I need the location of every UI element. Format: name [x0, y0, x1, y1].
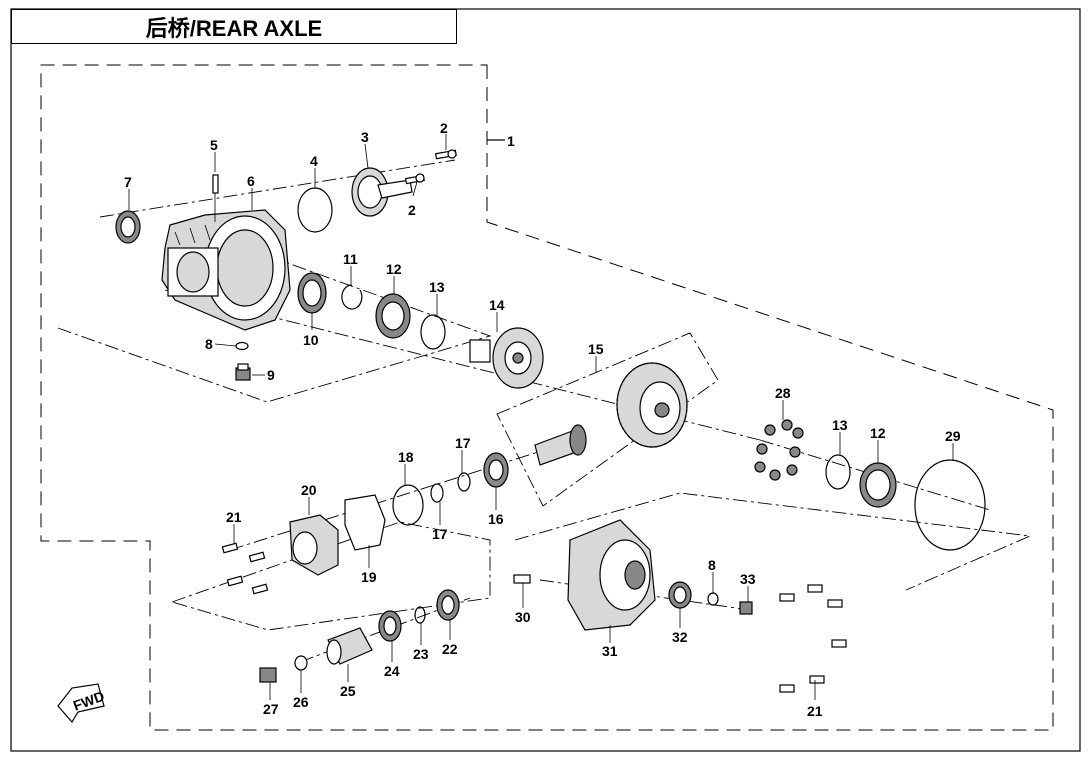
callout-33: 33 — [740, 571, 756, 587]
bearing-part-22 — [436, 589, 460, 621]
seal-part-12b — [859, 462, 897, 508]
callout-24: 24 — [384, 663, 400, 679]
seal-part-24 — [378, 610, 402, 642]
callout-6: 6 — [247, 173, 255, 189]
washer-part-26 — [294, 655, 308, 671]
bolts-part-21-left — [221, 542, 269, 595]
callout-30: 30 — [515, 609, 531, 625]
callout-29: 29 — [945, 428, 961, 444]
callout-2b: 2 — [408, 202, 416, 218]
ring-gear-part-15 — [616, 362, 688, 448]
callout-12b: 12 — [870, 425, 886, 441]
shim-part-17b — [430, 483, 444, 503]
callout-17b: 17 — [432, 526, 448, 542]
callout-5: 5 — [210, 137, 218, 153]
oring-part-13b — [825, 454, 851, 490]
callout-21b: 21 — [807, 703, 823, 719]
seal-part-7 — [115, 210, 141, 244]
bolt-part-30 — [513, 574, 531, 584]
bearing-part-10 — [297, 272, 327, 314]
callout-31: 31 — [602, 643, 618, 659]
callout-26: 26 — [293, 694, 309, 710]
callout-13a: 13 — [429, 279, 445, 295]
bolts-part-28 — [754, 419, 804, 481]
housing-part-6 — [161, 209, 291, 331]
callout-32: 32 — [672, 629, 688, 645]
callout-8a: 8 — [205, 336, 213, 352]
axis-upper — [99, 159, 456, 218]
callout-28: 28 — [775, 385, 791, 401]
callout-2a: 2 — [440, 120, 448, 136]
diff-case-part-14 — [469, 327, 544, 389]
assembly-boundary — [40, 64, 1054, 731]
plug-part-9 — [235, 363, 251, 381]
fwd-arrow-icon: FWD — [57, 683, 106, 724]
leader-lines — [128, 134, 954, 700]
callout-17a: 17 — [455, 435, 471, 451]
oring-part-29 — [914, 459, 986, 551]
washer-part-8 — [235, 341, 249, 351]
callout-15: 15 — [588, 341, 604, 357]
pinion-gear — [534, 424, 587, 466]
callout-21a: 21 — [226, 509, 242, 525]
callout-18: 18 — [398, 449, 414, 465]
plane-ring-gear — [496, 332, 719, 507]
cover-part-31 — [567, 519, 656, 631]
seal-part-32 — [668, 581, 692, 609]
callout-27: 27 — [263, 701, 279, 717]
callout-10: 10 — [303, 332, 319, 348]
callout-22: 22 — [442, 641, 458, 657]
bolts-part-21-right — [779, 584, 847, 693]
gasket-part-19 — [344, 494, 386, 551]
oring-part-4 — [297, 187, 333, 233]
bearing-part-16 — [483, 452, 509, 488]
plane-cover — [514, 492, 1032, 591]
callout-7: 7 — [124, 174, 132, 190]
callout-3: 3 — [361, 129, 369, 145]
oring-part-18 — [392, 484, 424, 526]
seal-part-12a — [375, 293, 411, 339]
axis-pinion — [229, 444, 561, 551]
cover-part-3 — [351, 167, 413, 217]
circlip-part-11 — [341, 284, 363, 310]
breather-part-5 — [212, 174, 219, 222]
callout-13b: 13 — [832, 417, 848, 433]
callout-4: 4 — [310, 153, 318, 169]
callout-16: 16 — [488, 511, 504, 527]
callout-1: 1 — [507, 133, 515, 149]
callout-20: 20 — [301, 482, 317, 498]
coupler-part-25 — [326, 627, 373, 665]
callout-12a: 12 — [386, 261, 402, 277]
callout-19: 19 — [361, 569, 377, 585]
page-title: 后桥/REAR AXLE — [11, 9, 457, 44]
callout-11: 11 — [343, 251, 358, 267]
callout-25: 25 — [340, 683, 356, 699]
plug-part-33 — [739, 601, 753, 615]
bolt-part-27 — [259, 667, 277, 683]
outer-border — [10, 8, 1081, 752]
bolt-part-2b — [404, 173, 425, 185]
callout-8b: 8 — [708, 557, 716, 573]
callout-9: 9 — [267, 367, 275, 383]
flange-part-20 — [289, 514, 339, 576]
shim-part-17a — [457, 472, 471, 492]
washer-part-8b — [707, 592, 719, 606]
shim-part-23 — [414, 606, 426, 624]
oring-part-13a — [420, 314, 446, 350]
bolt-part-2a — [434, 149, 457, 160]
callout-14: 14 — [489, 297, 505, 313]
callout-23: 23 — [413, 646, 429, 662]
callout-labels: 1 2 2 3 4 5 6 7 8 8 9 10 11 12 12 13 13 … — [124, 120, 961, 719]
